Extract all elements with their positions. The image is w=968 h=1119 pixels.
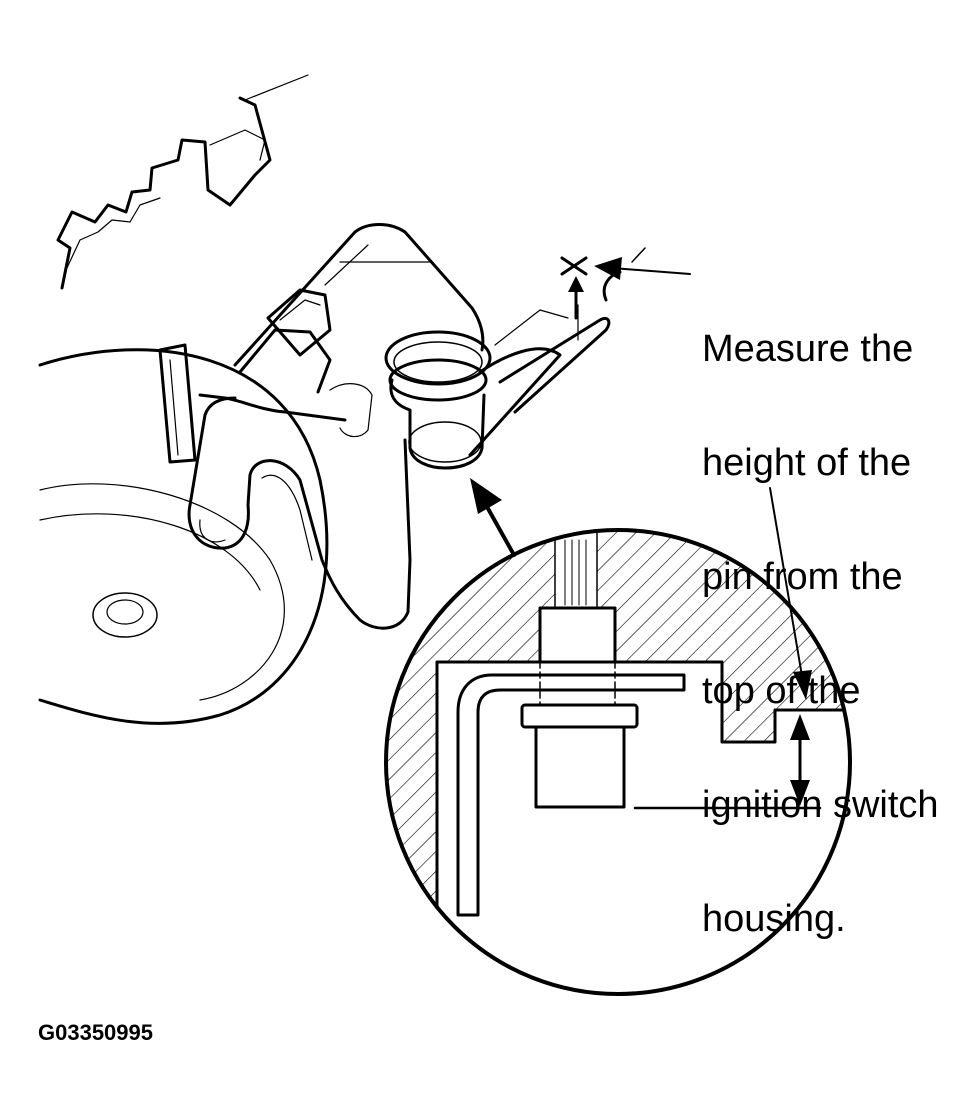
steering-hub — [38, 348, 329, 725]
dimension-leader — [769, 487, 812, 700]
column-shroud-edge — [56, 74, 309, 290]
measurement-indicator — [560, 247, 646, 320]
callout-line: ignition switch — [702, 784, 939, 826]
callout-line: pin from the — [702, 556, 903, 598]
callout-text: Measure the height of the pin from the t… — [702, 254, 939, 976]
callout-leader — [594, 257, 691, 280]
detail-pointer-arrow — [470, 478, 516, 557]
pin-cylinder — [384, 330, 492, 470]
detail-magnifier — [384, 528, 852, 996]
ignition-switch-housing — [158, 223, 485, 630]
callout-line: Measure the — [702, 328, 914, 370]
lever-bracket — [468, 270, 622, 457]
figure-id: G03350995 — [38, 1020, 153, 1045]
callout-line: top of the — [702, 670, 861, 712]
callout-line: housing. — [702, 898, 846, 940]
callout-line: height of the — [702, 442, 912, 484]
